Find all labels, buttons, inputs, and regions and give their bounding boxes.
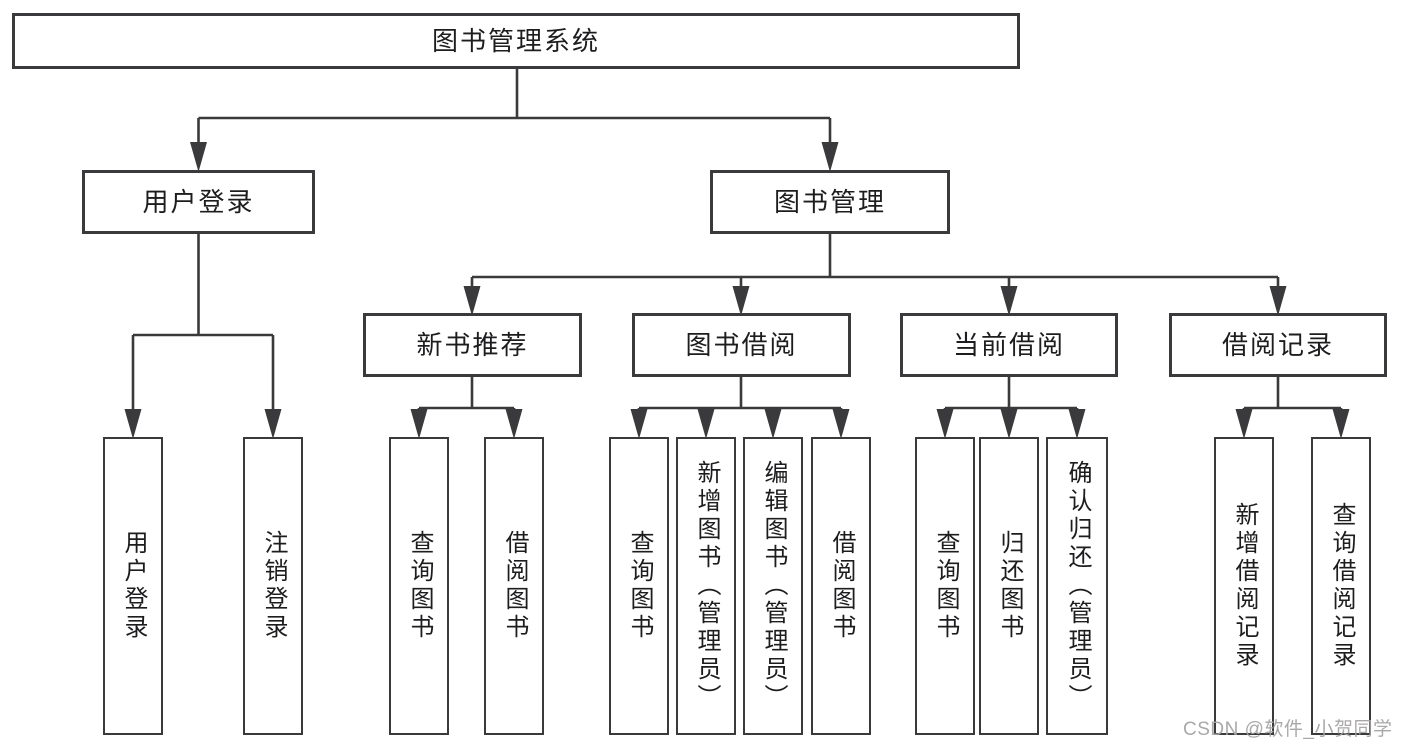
node-leaf-confirm-return-admin: 确认归还（管理员） bbox=[1046, 437, 1108, 735]
node-user-login-branch: 用户登录 bbox=[82, 170, 315, 234]
node-borrowing-records: 借阅记录 bbox=[1169, 313, 1387, 377]
arrowhead-icons bbox=[124, 142, 1350, 439]
node-leaf-query-books-borrowing: 查询图书 bbox=[609, 437, 669, 735]
node-leaf-logout: 注销登录 bbox=[243, 437, 303, 735]
node-leaf-edit-book-admin: 编辑图书（管理员） bbox=[743, 437, 803, 735]
node-leaf-query-books-recommend: 查询图书 bbox=[389, 437, 449, 735]
node-root-system: 图书管理系统 bbox=[12, 13, 1020, 69]
node-book-management-branch: 图书管理 bbox=[710, 170, 950, 234]
node-leaf-user-login: 用户登录 bbox=[103, 437, 163, 735]
node-leaf-return-book: 归还图书 bbox=[979, 437, 1039, 735]
node-leaf-query-books-current: 查询图书 bbox=[915, 437, 975, 735]
node-book-borrowing: 图书借阅 bbox=[632, 313, 851, 377]
node-leaf-add-book-admin: 新增图书（管理员） bbox=[676, 437, 736, 735]
watermark: CSDN @软件_小贺同学 bbox=[1183, 719, 1393, 740]
node-leaf-query-borrow-record: 查询借阅记录 bbox=[1311, 437, 1371, 735]
node-new-book-recommend: 新书推荐 bbox=[363, 313, 582, 377]
node-leaf-add-borrow-record: 新增借阅记录 bbox=[1214, 437, 1274, 735]
node-current-borrowing: 当前借阅 bbox=[900, 313, 1118, 377]
node-leaf-borrow-books: 借阅图书 bbox=[811, 437, 871, 735]
node-leaf-borrow-books-recommend: 借阅图书 bbox=[484, 437, 544, 735]
